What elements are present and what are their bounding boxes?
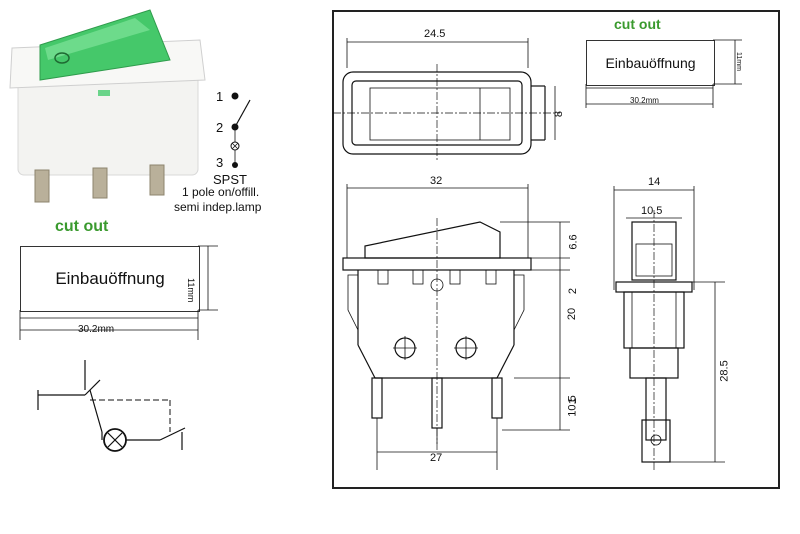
switch-desc-2: semi indep.lamp bbox=[174, 200, 262, 214]
dim-pin-span: 27 bbox=[430, 452, 443, 464]
dim-top-width: 24.5 bbox=[424, 28, 446, 40]
dim-clip: 2 bbox=[567, 287, 580, 295]
cutout-width-left: 30.2mm bbox=[78, 324, 115, 335]
dim-body-width: 32 bbox=[430, 175, 443, 187]
cutout-title-right: cut out bbox=[614, 16, 661, 32]
switch-desc-1: 1 pole on/offill. bbox=[182, 185, 260, 199]
terminal-1 bbox=[34, 169, 50, 203]
cutout-width-right: 30.2mm bbox=[630, 96, 659, 105]
cutout-box-left: Einbauöffnung bbox=[20, 246, 200, 312]
dim-side-width: 14 bbox=[648, 176, 661, 188]
rocker-o-symbol bbox=[54, 52, 70, 64]
terminal-3 bbox=[149, 164, 165, 196]
spst-schematic bbox=[230, 92, 251, 168]
switch-indicator bbox=[98, 90, 110, 96]
terminal-2 bbox=[92, 167, 108, 199]
switch-photo bbox=[9, 9, 206, 203]
cutout-dims-left bbox=[19, 245, 218, 340]
cutout-label-left: Einbauöffnung bbox=[55, 269, 165, 288]
dim-side-inner: 10.5 bbox=[641, 205, 663, 217]
rocker-highlight bbox=[45, 18, 150, 60]
cutout-title-left: cut out bbox=[55, 218, 109, 235]
dim-body-height: 20 bbox=[566, 307, 579, 321]
cutout-label-right: Einbauöffnung bbox=[605, 55, 696, 71]
pin-label-1: 1 bbox=[216, 89, 224, 104]
pin-label-2: 2 bbox=[216, 120, 224, 135]
pin-label-3: 3 bbox=[216, 155, 224, 170]
switch-symbol bbox=[37, 360, 186, 452]
dim-rocker-height: 6.6 bbox=[567, 234, 580, 250]
dim-total-height: 28.5 bbox=[718, 360, 731, 382]
dim-pin-len: 10.5 bbox=[566, 395, 579, 417]
drawing-frame bbox=[332, 10, 780, 489]
switch-type: SPST bbox=[213, 172, 247, 187]
cutout-box-right: Einbauöffnung bbox=[586, 40, 715, 86]
dim-top-height: 8 bbox=[553, 110, 566, 118]
